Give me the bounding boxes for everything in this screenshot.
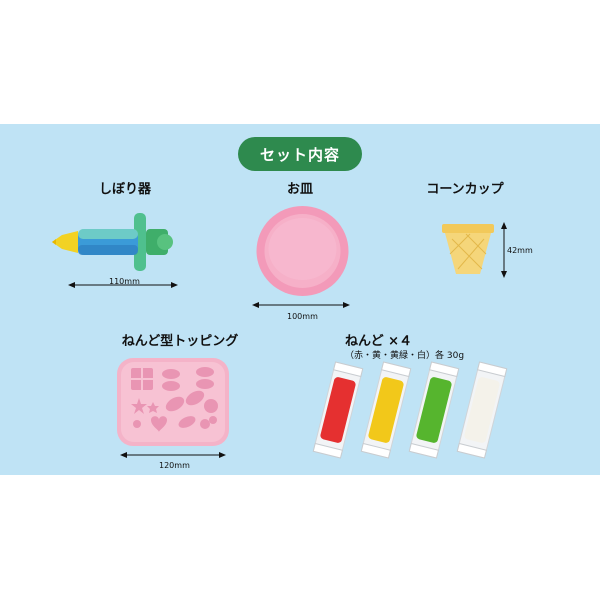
cone-cup-image <box>442 224 494 274</box>
mold-image <box>117 358 229 446</box>
mold-width-label: 120mm <box>159 461 190 470</box>
clay-tubes <box>312 361 508 459</box>
cone-cup-height-arrow <box>501 222 507 278</box>
cone-cup-height-label: 42mm <box>507 246 533 255</box>
cone-cup-label: コーンカップ <box>426 182 504 197</box>
clay-tube-red <box>312 361 364 459</box>
plate-image <box>256 206 349 296</box>
clay-label: ねんど ×４ <box>345 334 413 349</box>
mold-label: ねんど型トッピング <box>121 334 239 349</box>
plate-label: お皿 <box>286 182 313 197</box>
squeezer-width-label: 110mm <box>109 277 140 286</box>
clay-tube-yellow <box>360 361 412 459</box>
squeezer-label: しぼり器 <box>98 182 151 197</box>
clay-tube-yellow-green <box>408 361 460 459</box>
mold-width-arrow <box>120 452 226 458</box>
plate-width-arrow <box>252 302 350 308</box>
contents-panel <box>0 124 600 475</box>
squeezer-image <box>52 213 173 271</box>
clay-tube-white <box>456 361 508 459</box>
set-contents-title: セット内容 <box>238 137 362 171</box>
plate-width-label: 100mm <box>287 312 318 321</box>
squeezer-width-arrow <box>68 282 178 288</box>
clay-detail: （赤・黄・黄緑・白）各 30g <box>345 351 465 361</box>
